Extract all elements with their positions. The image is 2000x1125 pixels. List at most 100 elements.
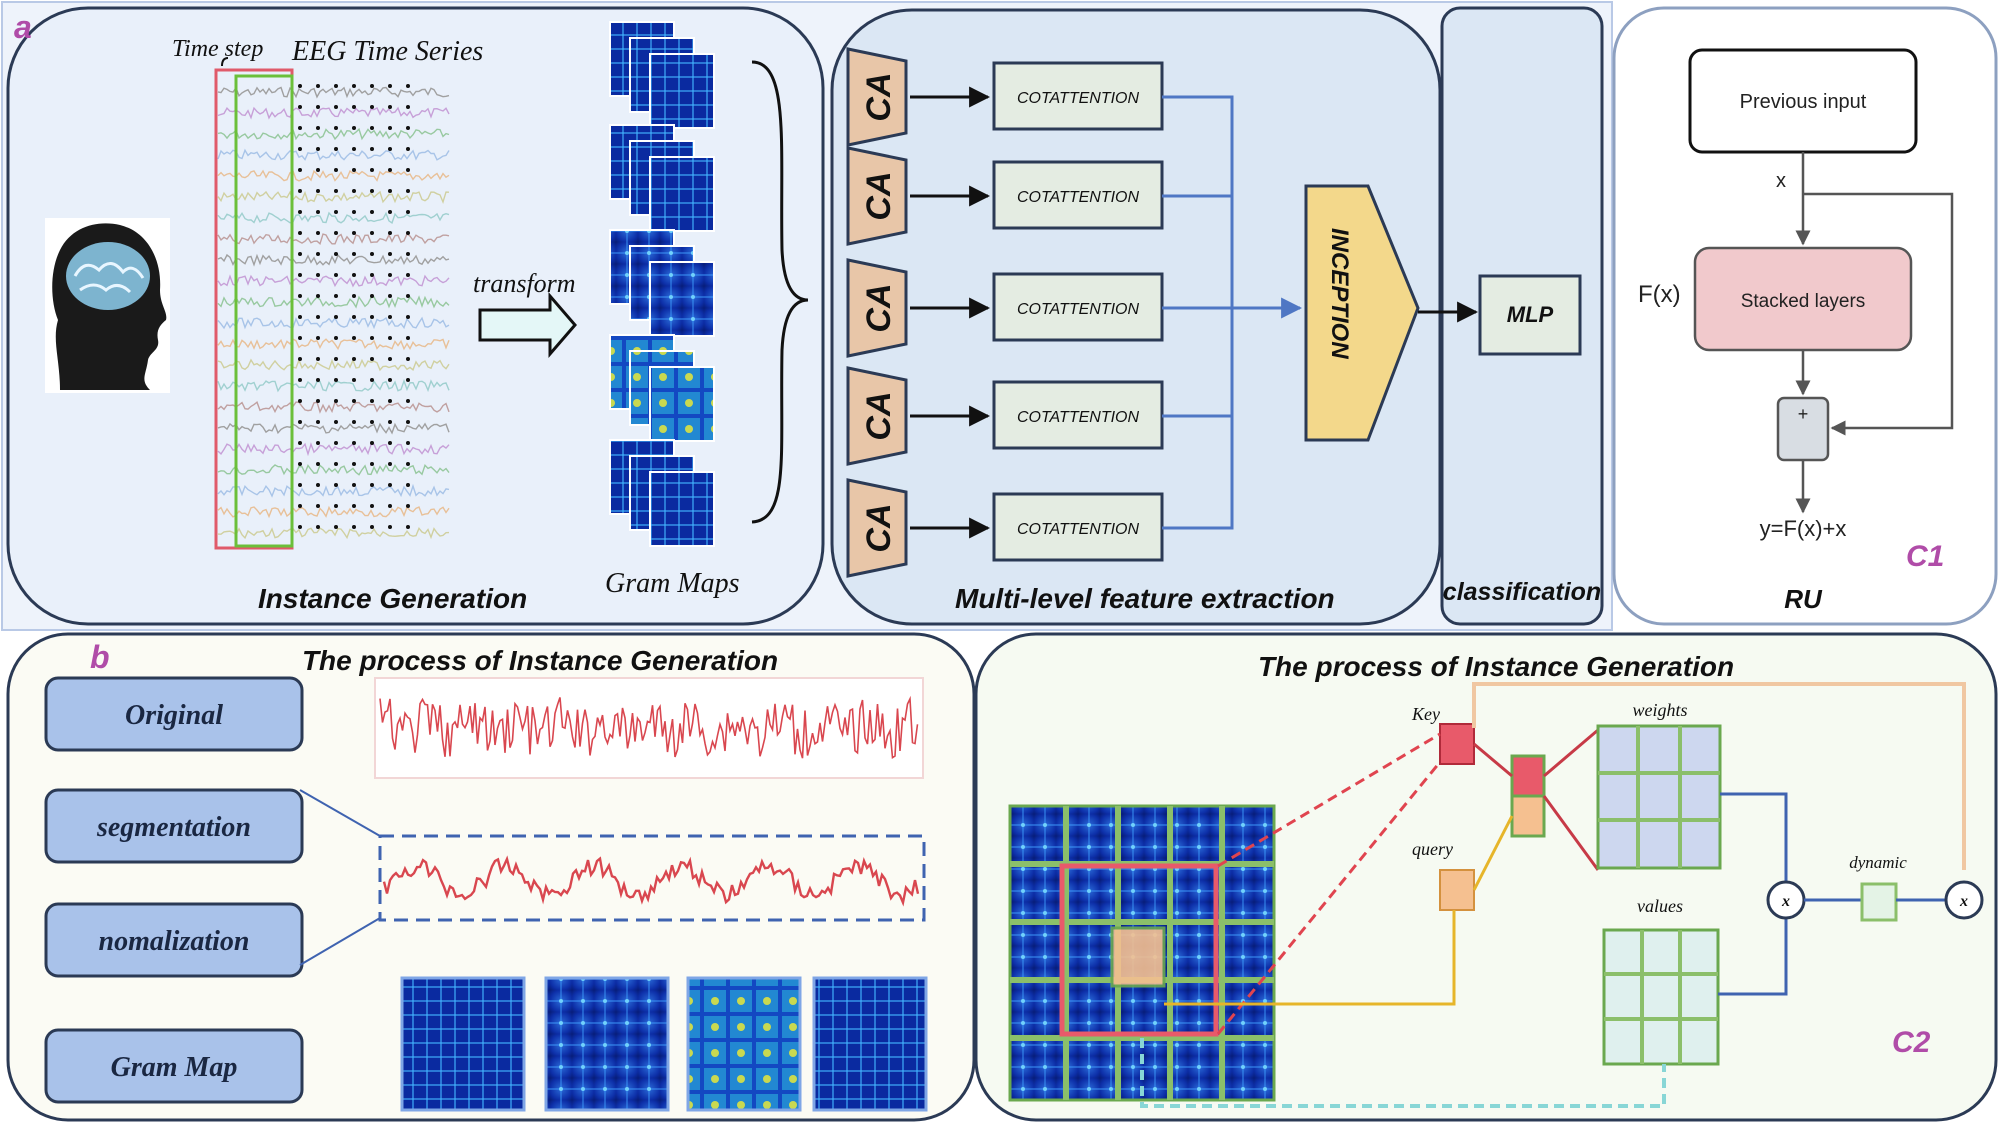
eeg-dot: [406, 441, 410, 445]
eeg-dot: [298, 504, 302, 508]
eeg-dot: [334, 273, 338, 277]
gram-map-2: [544, 976, 670, 1112]
eeg-dot: [406, 189, 410, 193]
eeg-dot: [406, 126, 410, 130]
eeg-dot: [352, 462, 356, 466]
eeg-dot: [370, 84, 374, 88]
eeg-dot: [352, 441, 356, 445]
eeg-dot: [352, 147, 356, 151]
eeg-dot: [334, 105, 338, 109]
eeg-dot: [298, 147, 302, 151]
c2-tag: C2: [1892, 1026, 1931, 1059]
transform-label: transform: [473, 269, 576, 298]
gram-map-stack: [609, 21, 715, 547]
gram-map-examples: [400, 976, 928, 1112]
eeg-dot: [334, 315, 338, 319]
step-box: [44, 788, 304, 864]
eeg-dot: [352, 105, 356, 109]
eeg-dot: [388, 378, 392, 382]
eeg-dot: [352, 420, 356, 424]
gram-map-grid: [1008, 804, 1276, 1102]
time-step-window-green: [234, 74, 294, 548]
eeg-dot: [388, 231, 392, 235]
step-label: nomalization: [99, 926, 250, 957]
eeg-dot: [370, 336, 374, 340]
eeg-dot: [298, 210, 302, 214]
eeg-dot: [370, 189, 374, 193]
eeg-dot: [352, 210, 356, 214]
eeg-dot: [352, 231, 356, 235]
eeg-dot: [388, 315, 392, 319]
eeg-trace: [217, 232, 450, 246]
eeg-dot: [388, 462, 392, 466]
eeg-dot: [406, 147, 410, 151]
segment-connector-bottom: [299, 917, 381, 966]
eeg-dot: [334, 336, 338, 340]
cotattention-block: [992, 160, 1164, 230]
eeg-dot: [388, 294, 392, 298]
panel-b-title: The process of Instance Generation: [302, 645, 778, 676]
eeg-dot: [388, 441, 392, 445]
eeg-dot: [370, 231, 374, 235]
key-query-query: [1510, 794, 1546, 838]
eeg-dot: [316, 273, 320, 277]
eeg-dot: [370, 126, 374, 130]
eeg-dot: [316, 441, 320, 445]
eeg-trace: [217, 400, 450, 414]
eeg-trace: [217, 169, 450, 182]
eeg-trace: [217, 148, 450, 161]
eeg-dot: [352, 399, 356, 403]
eeg-trace: [217, 190, 450, 205]
step-box: [44, 676, 304, 752]
eeg-dot: [334, 462, 338, 466]
eeg-dot: [352, 189, 356, 193]
eeg-dot: [316, 315, 320, 319]
eeg-dot: [316, 399, 320, 403]
eeg-dot: [316, 252, 320, 256]
ca-block: [846, 146, 908, 246]
cotattention-label: COTATTENTION: [1017, 409, 1140, 426]
eeg-dot: [388, 336, 392, 340]
c1-tag: C1: [1906, 540, 1944, 573]
eeg-dot: [334, 231, 338, 235]
eeg-dot: [388, 84, 392, 88]
ca-row: CA COTATTENTION: [846, 366, 1164, 466]
eeg-dot: [298, 420, 302, 424]
eeg-dot: [370, 420, 374, 424]
step-label: Gram Map: [111, 1052, 238, 1083]
eeg-dot: [298, 126, 302, 130]
step-label: Original: [125, 700, 223, 731]
eeg-dot: [334, 294, 338, 298]
original-signal: [379, 695, 919, 759]
eeg-dot: [406, 462, 410, 466]
eeg-dot: [388, 525, 392, 529]
eeg-dot: [370, 357, 374, 361]
cotattention-label: COTATTENTION: [1017, 521, 1140, 538]
multiply-node-2: [1944, 880, 1984, 920]
eeg-dot: [352, 252, 356, 256]
eeg-dot: [316, 357, 320, 361]
eeg-dot: [406, 483, 410, 487]
ca-block: [846, 47, 908, 147]
cotattention-label: COTATTENTION: [1017, 90, 1140, 107]
gram-map-4: [812, 976, 928, 1112]
eeg-dot: [298, 273, 302, 277]
eeg-dot: [406, 252, 410, 256]
key-query-key: [1510, 754, 1546, 798]
eeg-trace: [217, 127, 450, 141]
eeg-dot: [370, 525, 374, 529]
ca-label: CA: [860, 391, 898, 440]
eeg-trace: [217, 106, 450, 120]
eeg-dot: [316, 294, 320, 298]
gram-map-tile: [649, 53, 715, 129]
eeg-trace: [217, 442, 450, 457]
cotattention-block: [992, 380, 1164, 450]
eeg-dot: [334, 378, 338, 382]
eeg-dot: [298, 189, 302, 193]
eeg-time-series: [217, 84, 450, 540]
eeg-dot: [388, 483, 392, 487]
eeg-dot: [352, 168, 356, 172]
eeg-trace: [217, 253, 450, 267]
